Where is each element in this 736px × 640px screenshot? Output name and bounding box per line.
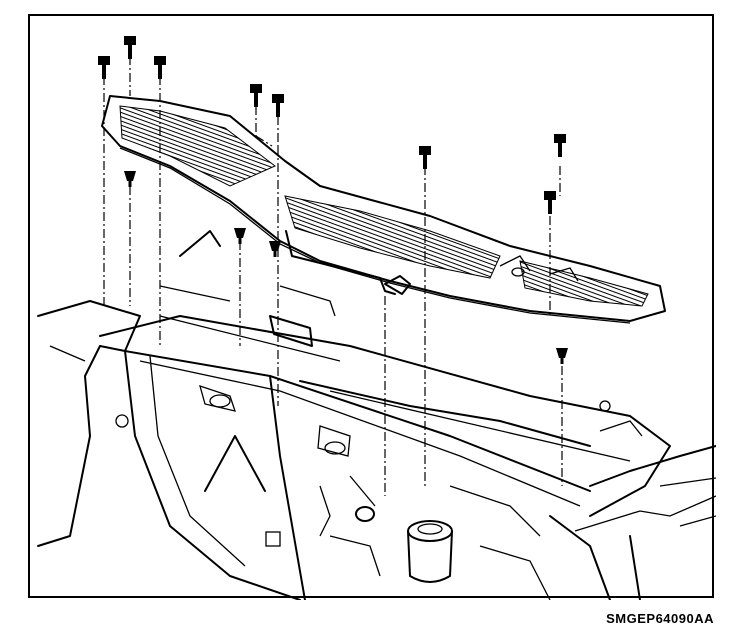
bolt-icon [98,56,110,79]
bolt-icon [544,191,556,214]
bolt-icon [250,84,262,107]
cowl-vent-panel [101,95,666,324]
clip-icon [556,348,568,364]
bolt-icon [154,56,166,79]
bolt-icon [272,94,284,117]
clip-icon [269,241,281,257]
illustration-frame [28,14,716,600]
clip-icon [124,171,136,187]
drawing-code-label: SMGEP64090AA [606,611,714,626]
bolt-icon [419,146,431,169]
cowl-panel-exploded-diagram [37,36,716,600]
bolt-icon [124,36,136,59]
vehicle-body [37,230,716,600]
bolt-icon [554,134,566,157]
clip-icon [234,228,246,244]
fastener-group [98,36,568,496]
